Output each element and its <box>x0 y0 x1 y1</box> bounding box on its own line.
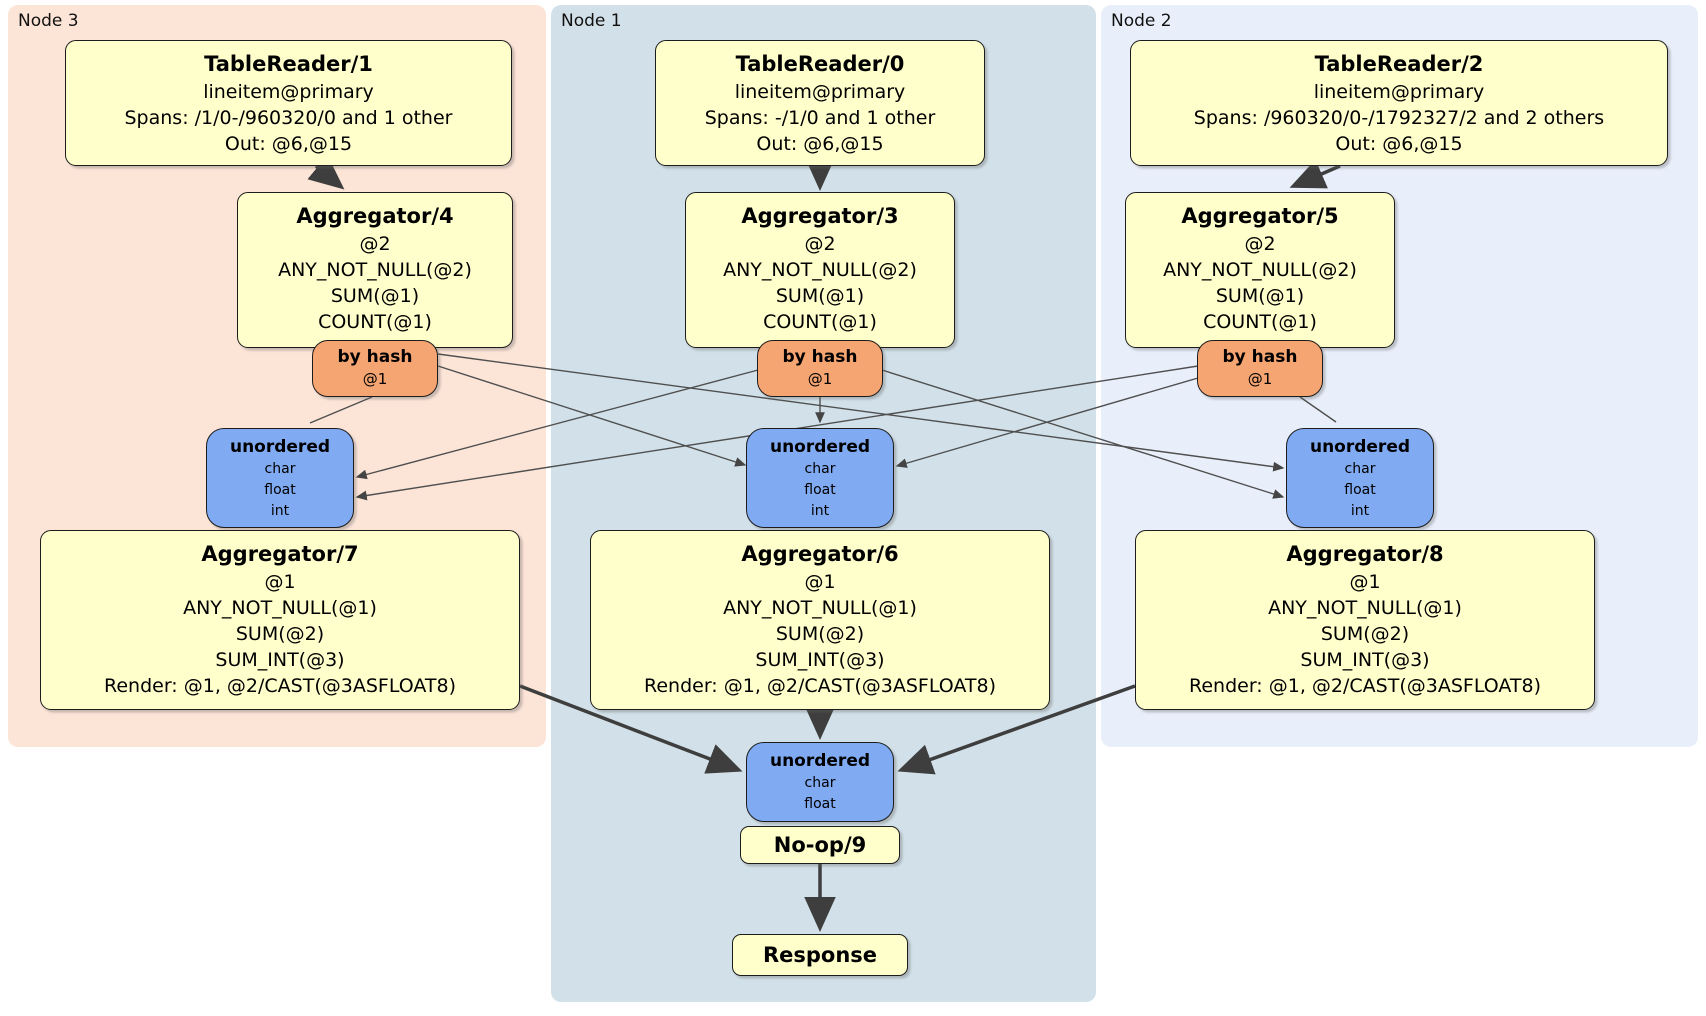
out-label: Out: @6,@15 <box>756 133 884 155</box>
agg-func: ANY_NOT_NULL(@2) <box>1163 259 1357 281</box>
aggregator-7: Aggregator/7 @1 ANY_NOT_NULL(@1) SUM(@2)… <box>40 530 520 710</box>
agg-func: SUM(@1) <box>1215 285 1305 307</box>
router-cols: @1 <box>362 370 388 388</box>
render-expr: Render: @1, @2/CAST(@3ASFLOAT8) <box>104 675 456 697</box>
spans-label: Spans: -/1/0 and 1 other <box>704 107 936 129</box>
aggregator-3: Aggregator/3 @2 ANY_NOT_NULL(@2) SUM(@1)… <box>685 192 955 348</box>
agg-func: SUM(@1) <box>330 285 420 307</box>
sync-col: char <box>804 775 836 791</box>
sync-col: float <box>1344 482 1376 498</box>
index-label: lineitem@primary <box>1313 81 1485 103</box>
sync-col: char <box>804 461 836 477</box>
table-reader-2: TableReader/2 lineitem@primary Spans: /9… <box>1130 40 1668 166</box>
sync-col: int <box>1350 503 1370 519</box>
hash-router-n1: by hash @1 <box>757 340 883 397</box>
group-cols: @1 <box>804 571 836 593</box>
noop-9: No-op/9 <box>740 826 900 864</box>
spans-label: Spans: /960320/0-/1792327/2 and 2 others <box>1193 107 1605 129</box>
hash-router-n2: by hash @1 <box>1197 340 1323 397</box>
processor-title: Aggregator/3 <box>741 204 899 228</box>
node3-label: Node 3 <box>18 11 79 31</box>
agg-func: SUM(@2) <box>1320 623 1410 645</box>
render-expr: Render: @1, @2/CAST(@3ASFLOAT8) <box>644 675 996 697</box>
group-cols: @1 <box>264 571 296 593</box>
processor-title: Aggregator/7 <box>201 542 359 566</box>
spans-label: Spans: /1/0-/960320/0 and 1 other <box>124 107 453 129</box>
agg-func: ANY_NOT_NULL(@2) <box>723 259 917 281</box>
sync-col: float <box>804 482 836 498</box>
agg-func: COUNT(@1) <box>318 311 432 333</box>
unordered-sync-n3: unordered char float int <box>206 428 354 528</box>
aggregator-5: Aggregator/5 @2 ANY_NOT_NULL(@2) SUM(@1)… <box>1125 192 1395 348</box>
aggregator-6: Aggregator/6 @1 ANY_NOT_NULL(@1) SUM(@2)… <box>590 530 1050 710</box>
group-cols: @1 <box>1349 571 1381 593</box>
agg-func: ANY_NOT_NULL(@1) <box>183 597 377 619</box>
agg-func: SUM(@2) <box>775 623 865 645</box>
processor-title: TableReader/0 <box>735 52 905 76</box>
node1-label: Node 1 <box>561 11 622 31</box>
node2-label: Node 2 <box>1111 11 1172 31</box>
table-reader-1: TableReader/1 lineitem@primary Spans: /1… <box>65 40 512 166</box>
sync-col: char <box>264 461 296 477</box>
agg-func: COUNT(@1) <box>763 311 877 333</box>
agg-func: SUM_INT(@3) <box>1300 649 1430 671</box>
router-title: by hash <box>1222 347 1298 367</box>
sync-col: int <box>810 503 830 519</box>
processor-title: TableReader/2 <box>1314 52 1484 76</box>
out-label: Out: @6,@15 <box>1335 133 1463 155</box>
router-title: by hash <box>337 347 413 367</box>
render-expr: Render: @1, @2/CAST(@3ASFLOAT8) <box>1189 675 1541 697</box>
agg-func: SUM(@2) <box>235 623 325 645</box>
agg-func: COUNT(@1) <box>1203 311 1317 333</box>
agg-func: SUM(@1) <box>775 285 865 307</box>
unordered-sync-n1: unordered char float int <box>746 428 894 528</box>
processor-title: Aggregator/4 <box>296 204 454 228</box>
hash-router-n3: by hash @1 <box>312 340 438 397</box>
processor-title: TableReader/1 <box>204 52 373 76</box>
unordered-sync-n2: unordered char float int <box>1286 428 1434 528</box>
processor-title: Aggregator/6 <box>741 542 899 566</box>
agg-func: ANY_NOT_NULL(@2) <box>278 259 472 281</box>
sync-title: unordered <box>1309 437 1411 457</box>
index-label: lineitem@primary <box>734 81 906 103</box>
router-title: by hash <box>782 347 858 367</box>
index-label: lineitem@primary <box>203 81 374 103</box>
aggregator-8: Aggregator/8 @1 ANY_NOT_NULL(@1) SUM(@2)… <box>1135 530 1595 710</box>
processor-title: Aggregator/8 <box>1286 542 1444 566</box>
agg-func: SUM_INT(@3) <box>215 649 345 671</box>
router-cols: @1 <box>1247 370 1273 388</box>
agg-func: ANY_NOT_NULL(@1) <box>1268 597 1462 619</box>
final-unordered-sync: unordered char float <box>746 742 894 822</box>
aggregator-4: Aggregator/4 @2 ANY_NOT_NULL(@2) SUM(@1)… <box>237 192 513 348</box>
agg-func: ANY_NOT_NULL(@1) <box>723 597 917 619</box>
table-reader-0: TableReader/0 lineitem@primary Spans: -/… <box>655 40 985 166</box>
out-label: Out: @6,@15 <box>224 133 353 155</box>
sync-title: unordered <box>229 437 331 457</box>
agg-func: SUM_INT(@3) <box>755 649 885 671</box>
sync-col: char <box>1344 461 1376 477</box>
router-cols: @1 <box>807 370 833 388</box>
sync-col: float <box>264 482 296 498</box>
sync-col: float <box>804 796 836 812</box>
sync-col: int <box>270 503 290 519</box>
response: Response <box>732 934 908 976</box>
group-cols: @2 <box>1244 233 1276 255</box>
sync-title: unordered <box>769 751 871 771</box>
group-cols: @2 <box>359 233 391 255</box>
processor-title: Aggregator/5 <box>1181 204 1339 228</box>
sync-title: unordered <box>769 437 871 457</box>
group-cols: @2 <box>804 233 836 255</box>
